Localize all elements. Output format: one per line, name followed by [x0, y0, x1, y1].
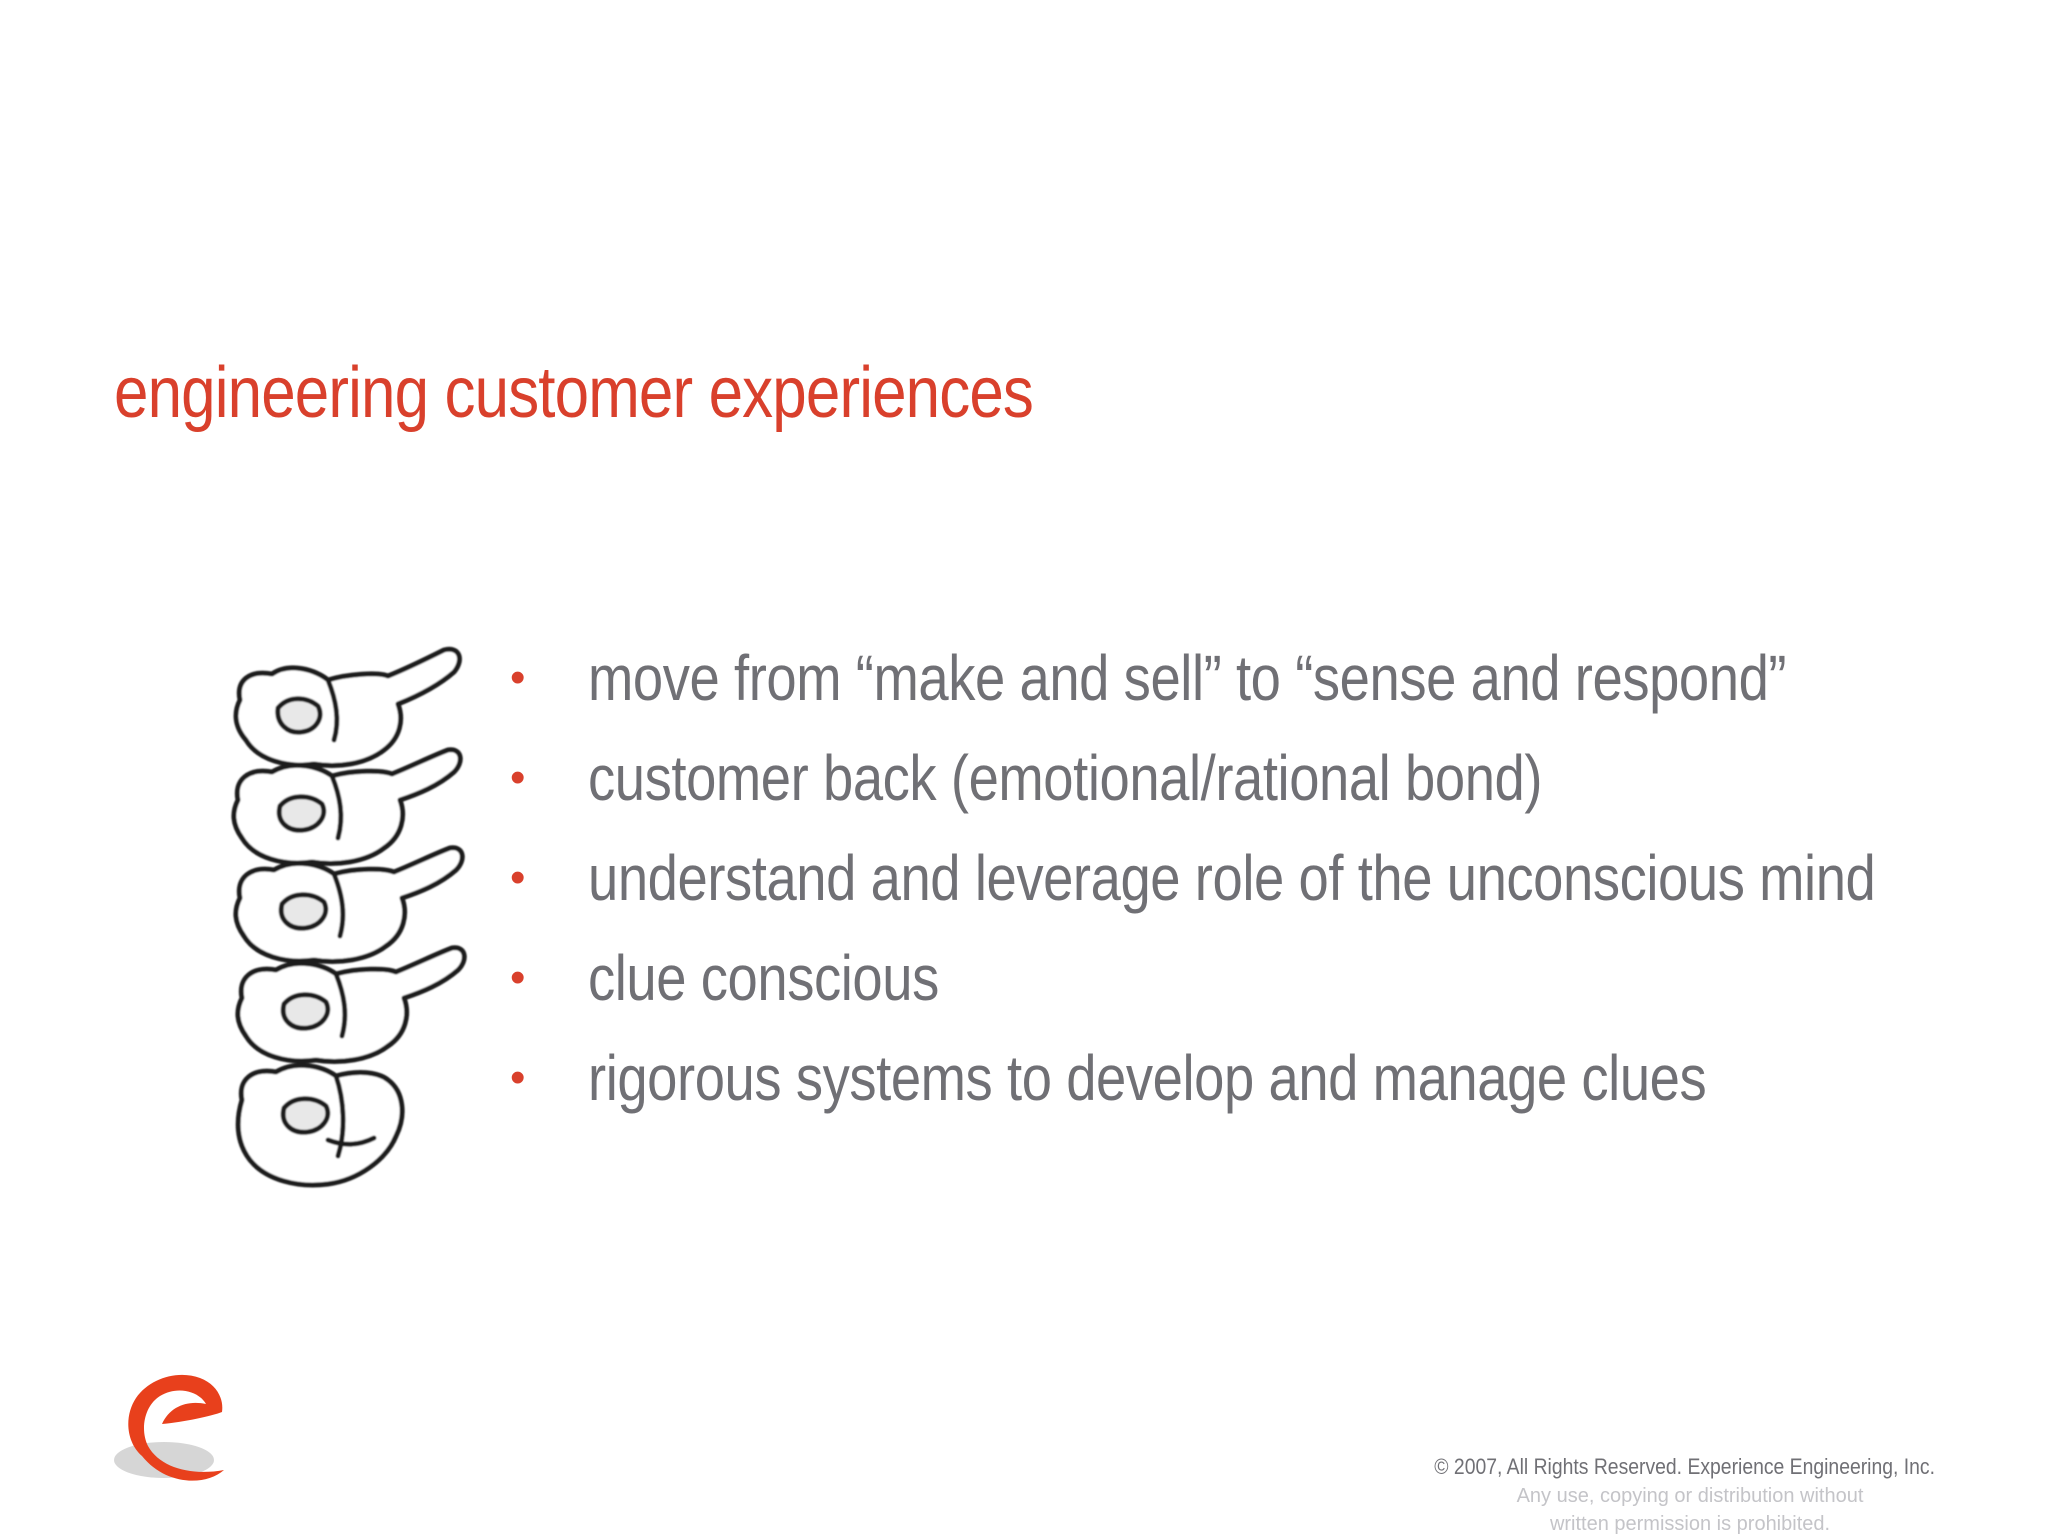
notice-line: written permission is prohibited.	[1549, 1513, 1831, 1535]
notice-line: Any use, copying or distribution without	[1516, 1485, 1864, 1507]
bullet-marker: •	[510, 653, 526, 702]
permission-notice: Any use, copying or distribution without…	[1470, 1482, 1910, 1538]
bullet-text: rigorous systems to develop and manage c…	[588, 1042, 1707, 1114]
bullet-marker: •	[510, 853, 526, 902]
bullet-text: customer back (emotional/rational bond)	[588, 742, 1543, 814]
bullet-text: understand and leverage role of the unco…	[588, 842, 1876, 914]
bullet-marker: •	[510, 753, 526, 802]
stacked-hands-icon	[231, 646, 467, 1188]
bullet-marker: •	[510, 1053, 526, 1102]
copyright-text: © 2007, All Rights Reserved. Experience …	[1434, 1454, 1935, 1479]
experience-engineering-logo-icon	[114, 1374, 224, 1481]
bullet-text: clue conscious	[588, 942, 939, 1014]
slide-title: engineering customer experiences	[114, 353, 1034, 433]
bullet-text: move from “make and sell” to “sense and …	[588, 642, 1787, 714]
bullet-marker: •	[510, 953, 526, 1002]
